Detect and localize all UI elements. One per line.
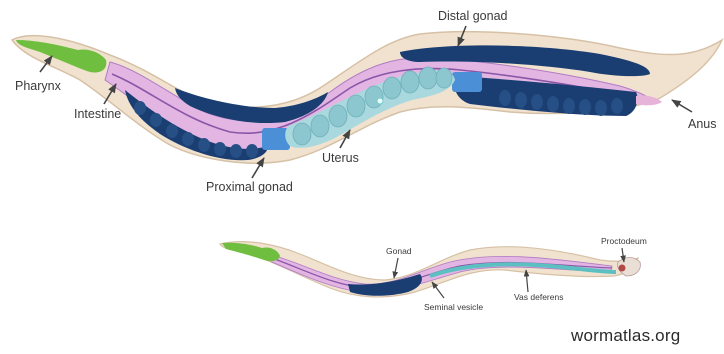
hermaphrodite-worm: Pharynx Intestine Distal gonad Uterus Pr… [12, 9, 722, 194]
label-seminal-vesicle: Seminal vesicle [424, 302, 483, 312]
label-pharynx: Pharynx [15, 79, 62, 93]
label-vas-deferens: Vas deferens [514, 292, 563, 302]
label-intestine: Intestine [74, 107, 121, 121]
label-proctodeum: Proctodeum [601, 236, 647, 246]
label-male-gonad: Gonad [386, 246, 412, 256]
herm-spermatheca-right [452, 72, 482, 92]
anus-pointer [672, 100, 692, 112]
label-distal-gonad: Distal gonad [438, 9, 508, 23]
label-anus: Anus [688, 117, 717, 131]
male-proctodeum-core [619, 265, 626, 272]
male-gonad-pointer [394, 258, 398, 278]
label-proximal-gonad: Proximal gonad [206, 180, 293, 194]
herm-vulva [377, 98, 383, 104]
male-worm: Gonad Seminal vesicle Vas deferens Proct… [220, 236, 647, 312]
label-uterus: Uterus [322, 151, 359, 165]
watermark: wormatlas.org [571, 326, 680, 346]
vas-deferens-pointer [526, 270, 528, 292]
